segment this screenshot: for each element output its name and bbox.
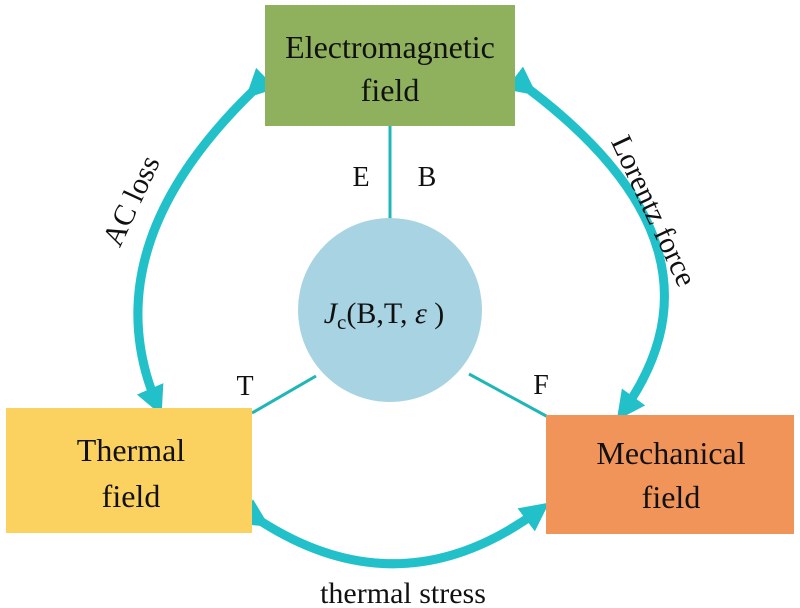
link-label-f: F [533, 370, 549, 401]
thermal-field-label-line2: field [102, 478, 161, 514]
arc-arrow-right [505, 66, 669, 421]
critical-current-label: Jc(B,T, ε ) [324, 297, 445, 334]
mechanical-field-label-line1: Mechanical [596, 435, 745, 471]
electromagnetic-field-label-line2: field [361, 72, 420, 108]
link-label-e: E [352, 162, 369, 193]
lorentz-force-label: Lorentz force [604, 130, 703, 291]
electromagnetic-field-box [265, 5, 515, 126]
jc-subscript: c [337, 310, 346, 334]
electromagnetic-field-label-line1: Electromagnetic [285, 29, 495, 65]
arc-arrow-bottom [237, 499, 550, 569]
link-label-t: T [236, 371, 253, 402]
epsilon-symbol: ε [415, 297, 427, 330]
jc-arguments: (B,T, [346, 297, 415, 330]
mechanical-field-label-line2: field [642, 479, 701, 515]
mechanical-field-box [546, 415, 794, 534]
thermal-field-box [6, 408, 252, 533]
critical-current-circle [298, 218, 482, 402]
arc-arrow-left [133, 67, 277, 416]
thermal-field-label-line1: Thermal [77, 432, 186, 468]
jc-symbol: J [324, 297, 339, 330]
link-line-thermal [251, 374, 317, 415]
link-label-b: B [418, 162, 437, 193]
thermal-stress-label: thermal stress [320, 577, 486, 608]
jc-close-paren: ) [427, 297, 445, 330]
